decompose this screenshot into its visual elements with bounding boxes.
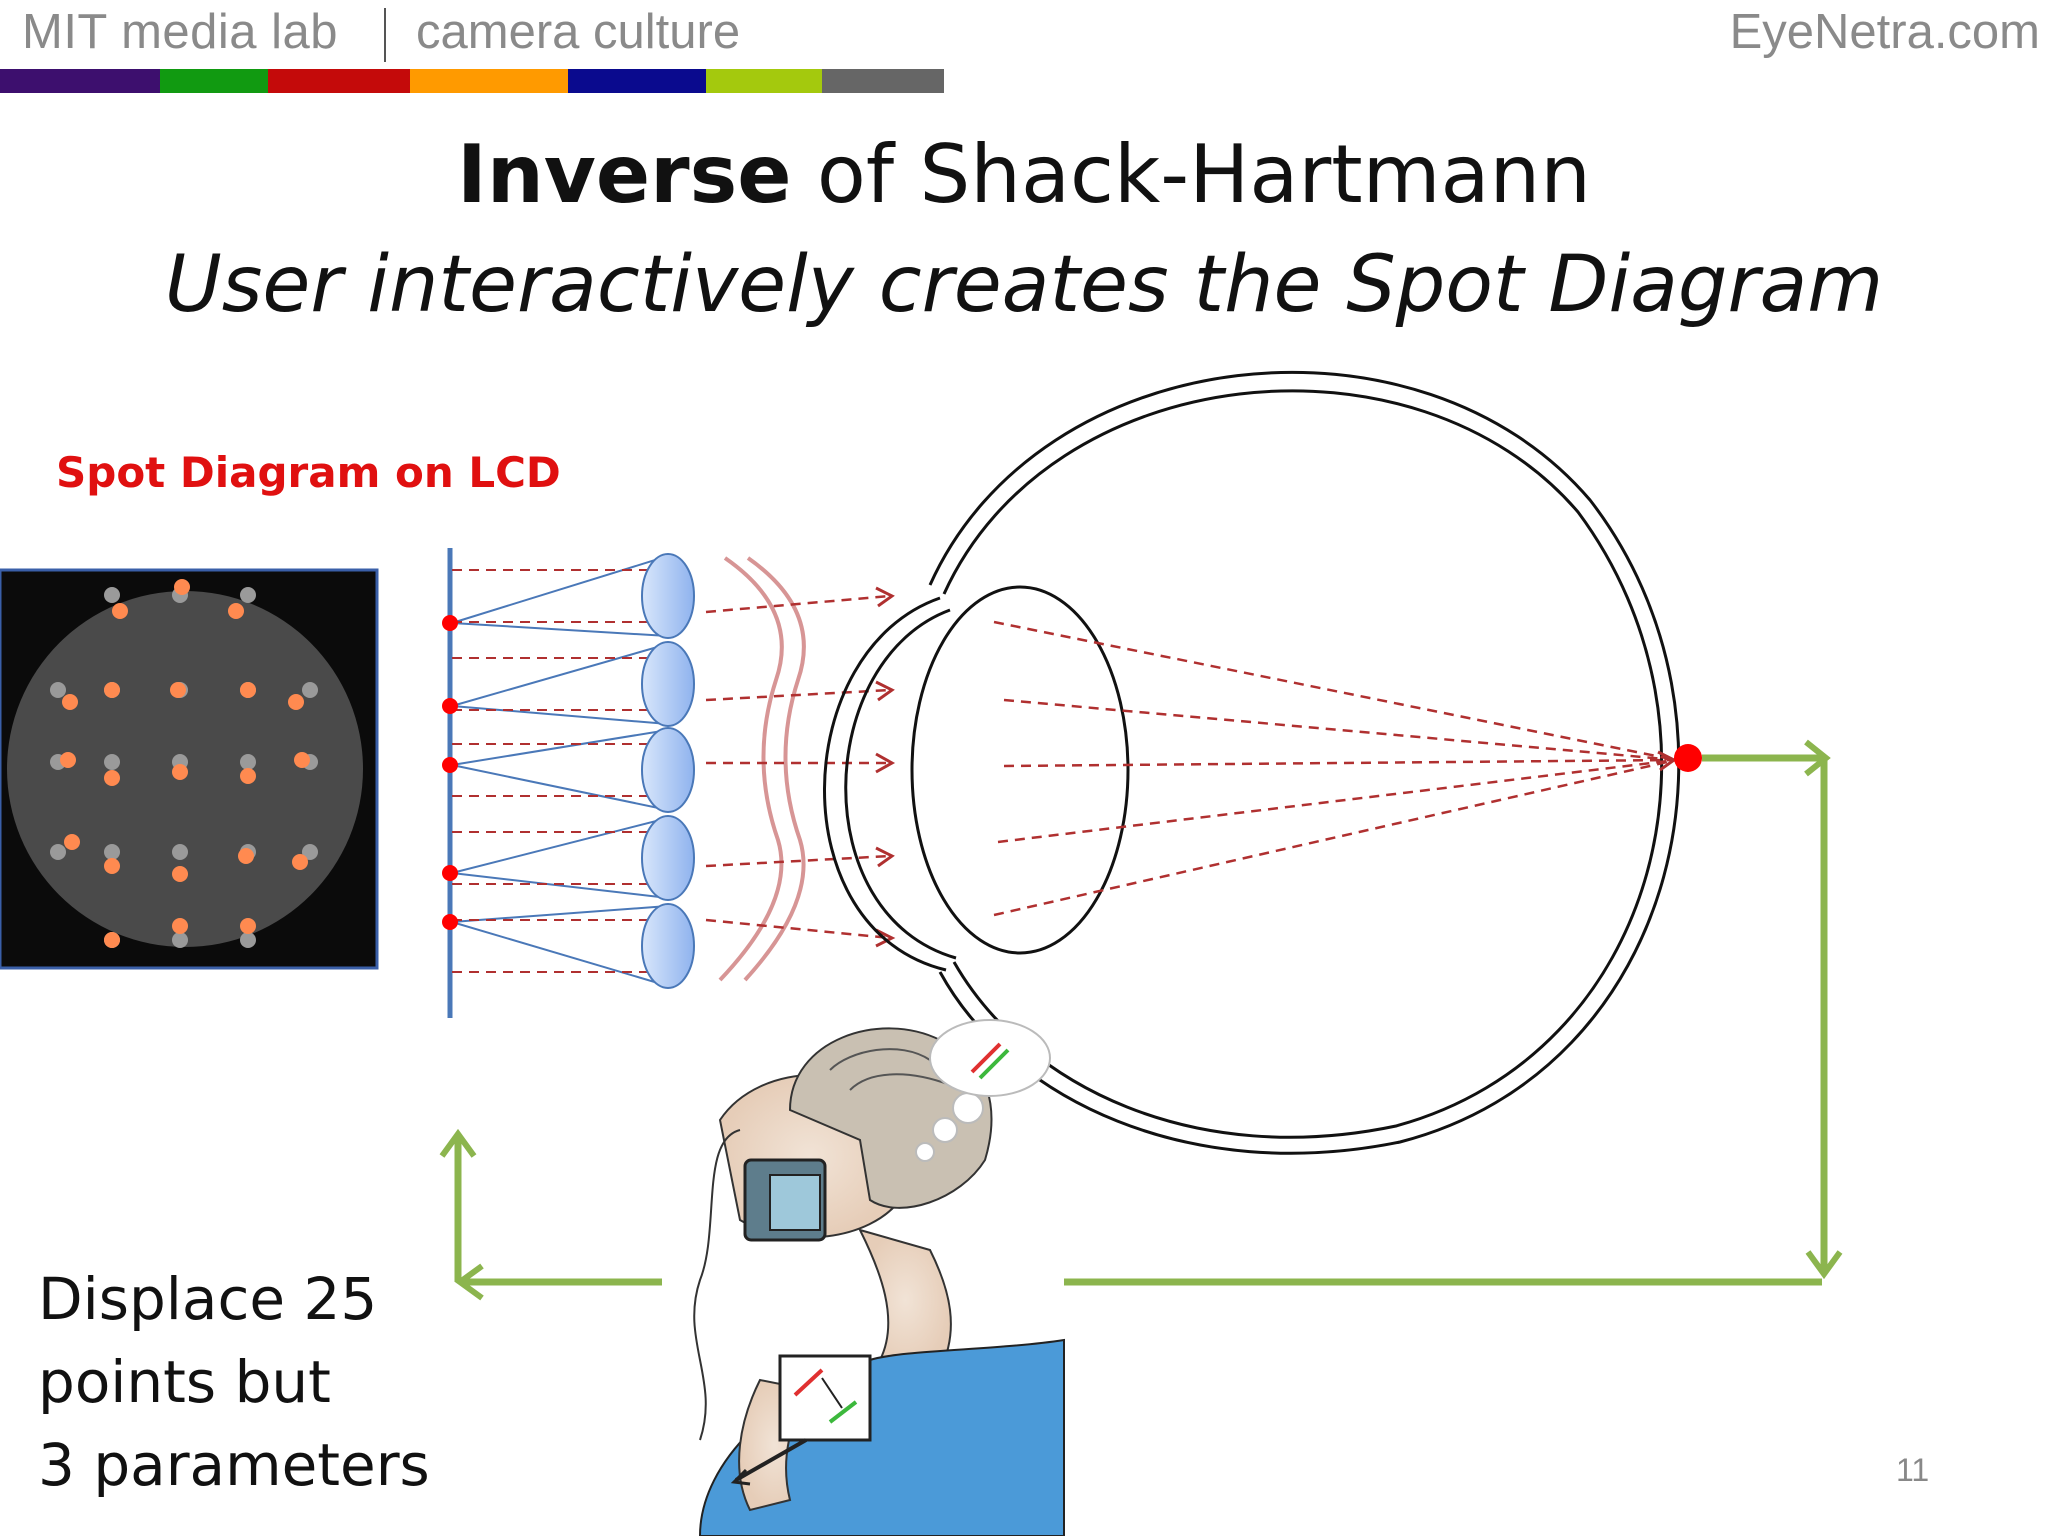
- color-bar-segment-blue: [568, 69, 706, 93]
- header-lab-name: MIT media lab: [22, 5, 339, 59]
- display-point: [442, 698, 458, 714]
- lenslet-ray: [451, 921, 669, 987]
- lenslet-ray: [451, 872, 669, 899]
- displaced-spot: [172, 866, 188, 882]
- displace-caption: Displace 25 points but 3 parameters: [38, 1258, 430, 1507]
- lenslet: [641, 727, 695, 813]
- color-bar-segment-green: [160, 69, 268, 93]
- displaced-spot: [60, 752, 76, 768]
- displaced-spot: [294, 752, 310, 768]
- header-website: EyeNetra.com: [1729, 5, 2040, 59]
- user-with-viewer-illustration: [693, 1019, 1065, 1536]
- displaced-spot: [104, 682, 120, 698]
- displaced-spot: [64, 834, 80, 850]
- lenslet: [641, 903, 695, 989]
- spot-diagram-label: Spot Diagram on LCD: [56, 448, 561, 497]
- lenslet-array: [442, 553, 695, 989]
- header-color-bar: [0, 69, 944, 93]
- feedback-loop: [439, 739, 1843, 1301]
- spot-grid: [50, 579, 318, 948]
- display-point: [442, 865, 458, 881]
- reference-spot: [240, 754, 256, 770]
- reference-spot: [104, 844, 120, 860]
- slide-subtitle: User interactively creates the Spot Diag…: [164, 240, 1884, 330]
- lenslet: [641, 553, 695, 639]
- display-point: [442, 757, 458, 773]
- displaced-spot: [104, 770, 120, 786]
- focus-arrowhead: [1657, 750, 1677, 772]
- title-rest: of Shack-Hartmann: [791, 128, 1591, 221]
- reference-spot: [50, 682, 66, 698]
- reference-spot: [104, 587, 120, 603]
- color-bar-segment-red: [268, 69, 410, 93]
- color-bar-segment-grey: [822, 69, 944, 93]
- lenslet-ray: [451, 817, 669, 874]
- reference-spot: [50, 844, 66, 860]
- reference-spot: [172, 844, 188, 860]
- displaced-spot: [174, 579, 190, 595]
- displaced-spot: [172, 764, 188, 780]
- displaced-spot: [288, 694, 304, 710]
- header-separator: [384, 8, 386, 62]
- title-bold: Inverse: [457, 128, 792, 221]
- displaced-spot: [228, 603, 244, 619]
- retina-spot: [1674, 744, 1702, 772]
- displaced-spot: [240, 682, 256, 698]
- displaced-spot: [62, 694, 78, 710]
- reference-spot: [172, 932, 188, 948]
- displaced-spot: [104, 858, 120, 874]
- displaced-spot: [240, 918, 256, 934]
- display-point: [442, 615, 458, 631]
- lenslet: [641, 641, 695, 727]
- displace-line: points but: [38, 1348, 331, 1416]
- displaced-spot: [240, 768, 256, 784]
- display-point: [442, 914, 458, 930]
- lenslet-ray: [451, 643, 669, 707]
- lenslet-ray: [451, 555, 669, 624]
- reference-spot: [302, 682, 318, 698]
- color-bar-segment-lime: [706, 69, 822, 93]
- page-number: 11: [1896, 1452, 1930, 1488]
- displace-line: Displace 25: [38, 1265, 378, 1333]
- incoming-rays: [705, 594, 891, 940]
- displaced-spot: [292, 854, 308, 870]
- displaced-spot: [238, 848, 254, 864]
- reference-spot: [240, 587, 256, 603]
- displaced-spot: [170, 682, 186, 698]
- ray-arrowheads: [875, 586, 896, 948]
- reference-spot: [104, 754, 120, 770]
- focused-rays: [993, 620, 1677, 917]
- lenslet-ray: [451, 622, 669, 637]
- lcd-spot-panel: [0, 568, 379, 970]
- displace-line: 3 parameters: [38, 1431, 430, 1499]
- displaced-spot: [104, 932, 120, 948]
- lenslet-ray: [451, 729, 669, 766]
- displaced-spot: [172, 918, 188, 934]
- color-bar-segment-purple: [0, 69, 160, 93]
- reference-spot: [302, 844, 318, 860]
- wavefront-curve: [743, 556, 806, 982]
- color-bar-segment-orange: [410, 69, 568, 93]
- displaced-spot: [112, 603, 128, 619]
- header-group-name: camera culture: [416, 5, 741, 59]
- eye-illustration: [823, 370, 1681, 1155]
- slide-title: Inverse of Shack-Hartmann: [0, 128, 2048, 221]
- reference-spot: [240, 932, 256, 948]
- lenslet-ray: [451, 705, 669, 725]
- lenslet: [641, 815, 695, 901]
- lenslet-ray: [451, 764, 669, 811]
- wavefront-curve: [718, 556, 784, 982]
